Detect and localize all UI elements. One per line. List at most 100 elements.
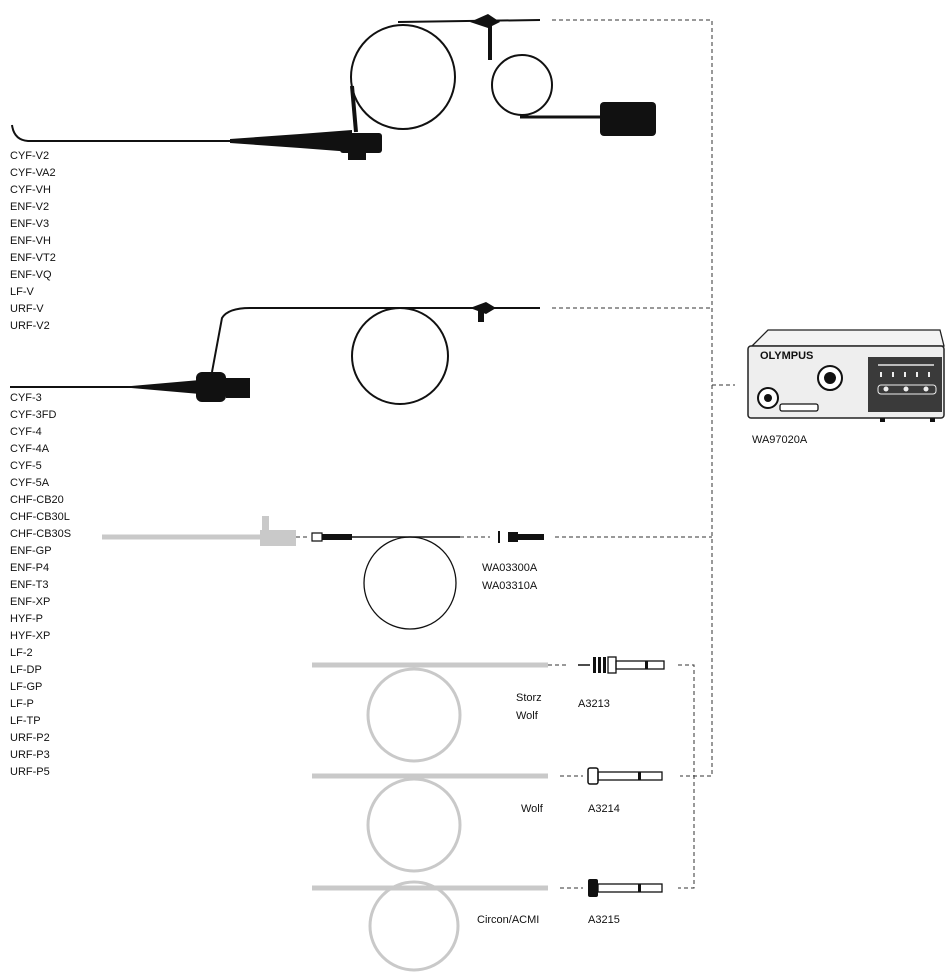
model-label: LF-2 [10,647,33,659]
model-label: HYF-XP [10,630,50,642]
model-label: ENF-V3 [10,218,49,230]
model-label: URF-P5 [10,766,50,778]
handle-body [196,372,226,402]
cable-tick [498,531,500,543]
model-label: CYF-V2 [10,150,49,162]
grey-loop-3 [368,880,460,972]
videoscope-labels: CYF-V2 CYF-VA2 CYF-VH ENF-V2 ENF-V3 ENF-… [10,150,56,332]
model-label: ENF-VT2 [10,252,56,264]
device-brand: OLYMPUS [760,350,813,362]
adapter-side-connector [678,664,695,889]
model-label: ENF-V2 [10,201,49,213]
adapter-ring [603,657,606,673]
adapter-head [588,879,598,897]
device-panel-strip [878,364,934,366]
adapter-ring [598,657,601,673]
model-label: LF-V [10,286,35,298]
model-label: CYF-3 [10,392,42,404]
adapter-a3213-scope-1: Storz [516,692,542,704]
video-connector-plug [600,102,656,136]
fiberscope-labels: CYF-3 CYF-3FD CYF-4 CYF-4A CYF-5 CYF-5A … [10,392,71,778]
fiberscope-post [262,516,269,532]
control-head [340,133,382,153]
model-label: ENF-P4 [10,562,49,574]
model-label: CYF-4 [10,426,42,438]
adapter-a3214 [587,767,663,785]
universal-cord [211,307,540,373]
device-indicator [880,372,882,377]
model-label: URF-V [10,303,44,315]
cable-camera-head [311,532,323,542]
adapter-band [645,661,648,669]
model-label: LF-DP [10,664,42,676]
model-label: CHF-CB30L [10,511,70,523]
model-label: CYF-4A [10,443,50,455]
model-label: CHF-CB30S [10,528,71,540]
model-label: ENF-T3 [10,579,49,591]
videoscope-1 [11,14,656,160]
adapter-a3214-scope: Wolf [521,803,544,815]
cord-junction [470,14,500,28]
model-label: ENF-XP [10,596,50,608]
cable-label-2: WA03310A [482,580,538,592]
adapter-a3213-code: A3213 [578,698,610,710]
grey-cables [312,662,548,972]
adapter-band [638,772,641,780]
video-processor-device: OLYMPUS [747,329,945,422]
adapter-a3215 [588,879,663,897]
cable-connector-a [508,532,518,542]
adapter-tube [615,660,665,670]
grey-loop-1 [366,667,462,763]
handle-taper [120,380,200,394]
fiberscope-body [260,530,296,546]
adapter-a3214-code: A3214 [588,803,620,815]
cord-loop [350,24,456,130]
cable-label-1: WA03300A [482,562,538,574]
device-button [903,386,909,392]
model-label: ENF-VH [10,235,51,247]
device-indicator [904,372,906,377]
adapter-band [638,884,641,892]
model-label: LF-GP [10,681,42,693]
cord-loop [351,307,449,405]
model-label: URF-P3 [10,749,50,761]
device-button [883,386,889,392]
model-label: CYF-VA2 [10,167,56,179]
adapter-tube [597,883,663,893]
model-label: LF-TP [10,715,41,727]
videoscope-2 [10,302,540,405]
model-label: URF-V2 [10,320,50,332]
device-foot [880,418,885,422]
cable-loop [363,536,457,630]
model-label: LF-P [10,698,34,710]
fiberscope-silhouette [102,516,296,546]
device-button [923,386,929,392]
adapter-a3215-scope: Circon/ACMI [477,914,539,926]
adapter-ring [593,657,596,673]
cable-collar [322,534,352,540]
adapter-a3215-code: A3215 [588,914,620,926]
grey-loop-2 [366,777,462,873]
adapter-head [587,767,599,785]
device-port-left-core [764,394,772,402]
main-vertical-connector [552,19,713,777]
device-indicator [916,372,918,377]
cord-end [397,19,541,23]
adapter-a3213 [578,656,665,674]
model-label: CYF-5A [10,477,50,489]
insertion-tube [11,124,240,142]
camera-cable [311,531,544,630]
model-label: ENF-VQ [10,269,52,281]
adapter-tube [597,771,663,781]
branch-loop [491,54,553,116]
cord-junction [470,302,496,314]
device-indicator [892,372,894,377]
device-slot [779,403,819,412]
device-port-center-core [824,372,836,384]
model-label: CHF-CB20 [10,494,64,506]
model-label: CYF-VH [10,184,51,196]
universal-cord-base [350,85,358,133]
model-label: HYF-P [10,613,43,625]
dashed-connectors [296,19,735,889]
